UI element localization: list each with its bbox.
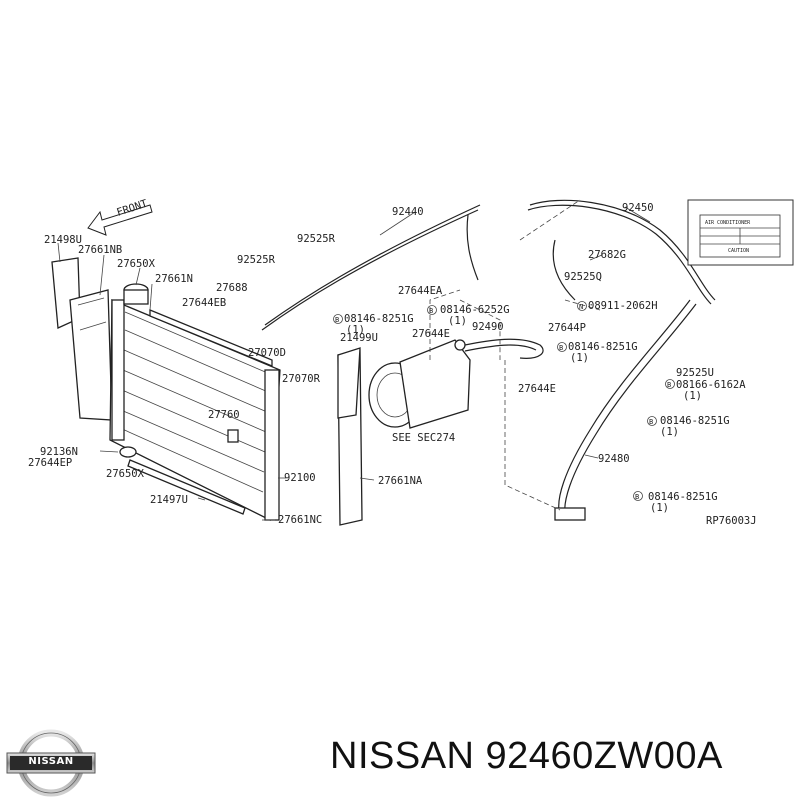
callout: 08146-8251G [660,415,730,427]
callout: (1) [448,315,467,327]
callout: 27661NB [78,244,122,256]
part-number-caption: NISSAN 92460ZW00A [330,735,723,777]
callout: 21497U [150,494,188,506]
callout: 92525Q [564,271,602,283]
hose-92450 [529,199,716,301]
callout: 21498U [44,234,82,246]
air-guide-27661nb [69,289,113,421]
callout: 08146-8251G [344,313,414,325]
callout: 08146-6252G [440,304,510,316]
callout: 08166-6162A [676,379,746,391]
callout: 27650X [117,258,156,270]
diagram-code: RP76003J [706,515,757,527]
bolt-markers: B B N B B B B [333,301,675,501]
callout: 27644E [412,328,450,340]
label-card-title: AIR CONDITIONER [705,220,751,226]
hose-92480 [558,299,691,516]
receiver-tank-27650x [123,283,149,305]
hose-92490 [464,338,544,359]
svg-text:B: B [559,344,563,352]
hose-92440 [264,204,481,326]
sensor-27760 [227,429,239,443]
callout: 27070D [248,347,286,359]
svg-text:B: B [335,316,339,324]
callout: 27644P [548,322,586,334]
callout: 92480 [598,453,630,465]
callout: 08146-8251G [568,341,638,353]
callout: 92525R [237,254,276,266]
svg-text:B: B [649,418,653,426]
label-card [687,199,794,266]
callout: 27661NA [378,475,423,487]
svg-text:B: B [667,381,671,389]
callout: 08146-8251G [648,491,718,503]
svg-text:B: B [429,307,433,315]
callout: 27650X [106,468,145,480]
callout: 08911-2062H [588,300,658,312]
see-sec-note: SEE SEC274 [392,432,455,444]
callout: 27644EA [398,285,443,297]
callout: 21499U [340,332,378,344]
callout: 92525U [676,367,714,379]
callout: 27661N [155,273,193,285]
callout: (1) [650,502,669,514]
compressor [368,339,471,429]
rail-27661n [149,309,273,367]
callout: 92100 [284,472,316,484]
drain-27650x [119,446,137,458]
callout: 92136N [40,446,78,458]
callout: 92525R [297,233,336,245]
front-arrow-icon [87,204,153,236]
callout: 27644EB [182,297,226,309]
callout: 27688 [216,282,248,294]
nissan-logo-wordmark: NISSAN [28,756,74,767]
callout: (1) [346,324,365,336]
callout: (1) [683,390,702,402]
callout: 27661NC [278,514,322,526]
callout: 92440 [392,206,424,218]
label-card-caution: CAUTION [728,248,749,254]
callout: 27070R [282,373,321,385]
nissan-logo [6,729,96,797]
svg-text:B: B [635,493,639,501]
callout: 27682G [588,249,626,261]
callout: (1) [660,426,679,438]
guide-21499u [337,347,361,419]
leader-lines [57,199,651,521]
callout: 27644E [518,383,556,395]
seal-21497u [127,459,246,515]
callout: 27644EP [28,457,72,469]
callout: 27760 [208,409,240,421]
callout: 92490 [472,321,504,333]
callout: 92450 [622,202,654,214]
callout: (1) [570,352,589,364]
svg-text:N: N [579,303,583,311]
